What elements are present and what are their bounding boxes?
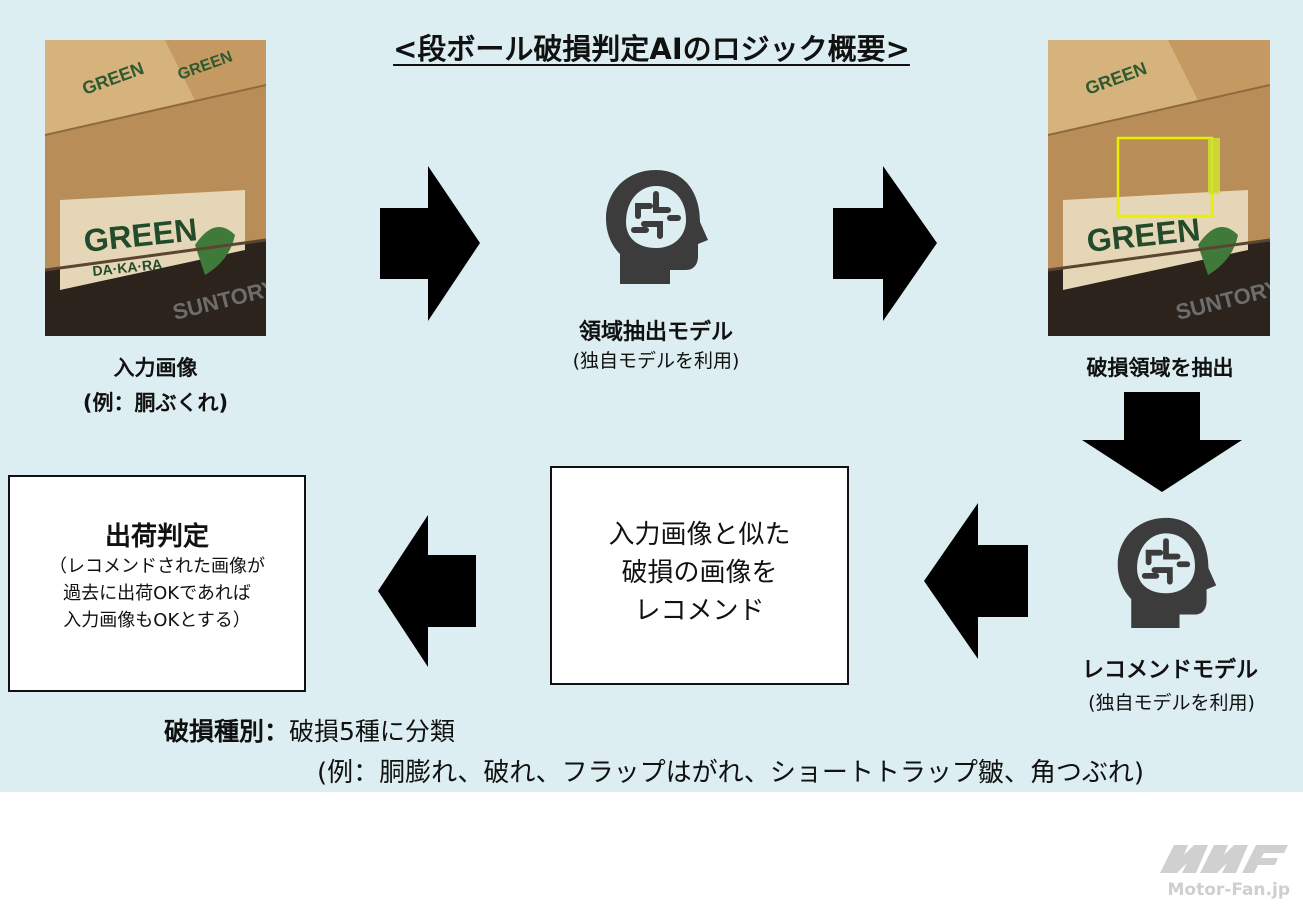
- brain-icon-extraction: [606, 170, 708, 284]
- arrow-right-1: [380, 166, 480, 321]
- input-image-example: (例：胴ぶくれ): [82, 391, 229, 415]
- input-image-photo: GREEN DA·KA·RA SUNTORY GREEN GREEN: [45, 40, 266, 336]
- motor-fan-logo-text: Motor-Fan.jp: [1167, 880, 1291, 900]
- damage-types-text: 破損5種に分類: [289, 717, 455, 746]
- recommend-box-line2: 破損の画像を: [621, 558, 778, 588]
- arrow-right-2: [833, 166, 937, 321]
- recommend-box-line1: 入力画像と似た: [608, 520, 791, 550]
- extraction-model-label: 領域抽出モデル: [578, 320, 733, 345]
- extracted-image-photo: GREEN SUNTORY GREEN: [1048, 40, 1270, 336]
- arrow-down: [1082, 392, 1242, 492]
- shipping-decision-line2: 過去に出荷OKであれば: [63, 583, 251, 604]
- arrow-left-2: [378, 515, 476, 667]
- shipping-decision-line3: 入力画像もOKとする）: [63, 610, 251, 631]
- shipping-decision-title: 出荷判定: [104, 522, 209, 552]
- shipping-decision-line1: （レコメンドされた画像が: [49, 556, 265, 577]
- damage-types-examples: (例：胴膨れ、破れ、フラップはがれ、ショートトラップ皺、角つぶれ): [317, 758, 1145, 788]
- recommend-box-line3: レコメンド: [634, 596, 765, 626]
- shipping-decision-box: 出荷判定 （レコメンドされた画像が 過去に出荷OKであれば 入力画像もOKとする…: [8, 475, 306, 692]
- extraction-model-note: (独自モデルを利用): [572, 350, 740, 372]
- extracted-label: 破損領域を抽出: [1086, 356, 1234, 380]
- recommend-model-note: (独自モデルを利用): [1088, 692, 1255, 714]
- motor-fan-logo: [1160, 845, 1288, 873]
- diagram-title: <段ボール破損判定AIのロジック概要>: [393, 32, 910, 66]
- recommend-model-label: レコメンドモデル: [1081, 658, 1258, 683]
- damage-types-line: 破損種別：破損5種に分類: [164, 712, 455, 748]
- brain-icon-recommend: [1117, 517, 1217, 628]
- input-image-label: 入力画像: [113, 356, 198, 380]
- recommend-box: 入力画像と似た 破損の画像を レコメンド: [550, 466, 849, 685]
- arrow-left-1: [924, 503, 1028, 659]
- damage-types-label: 破損種別：: [164, 717, 290, 746]
